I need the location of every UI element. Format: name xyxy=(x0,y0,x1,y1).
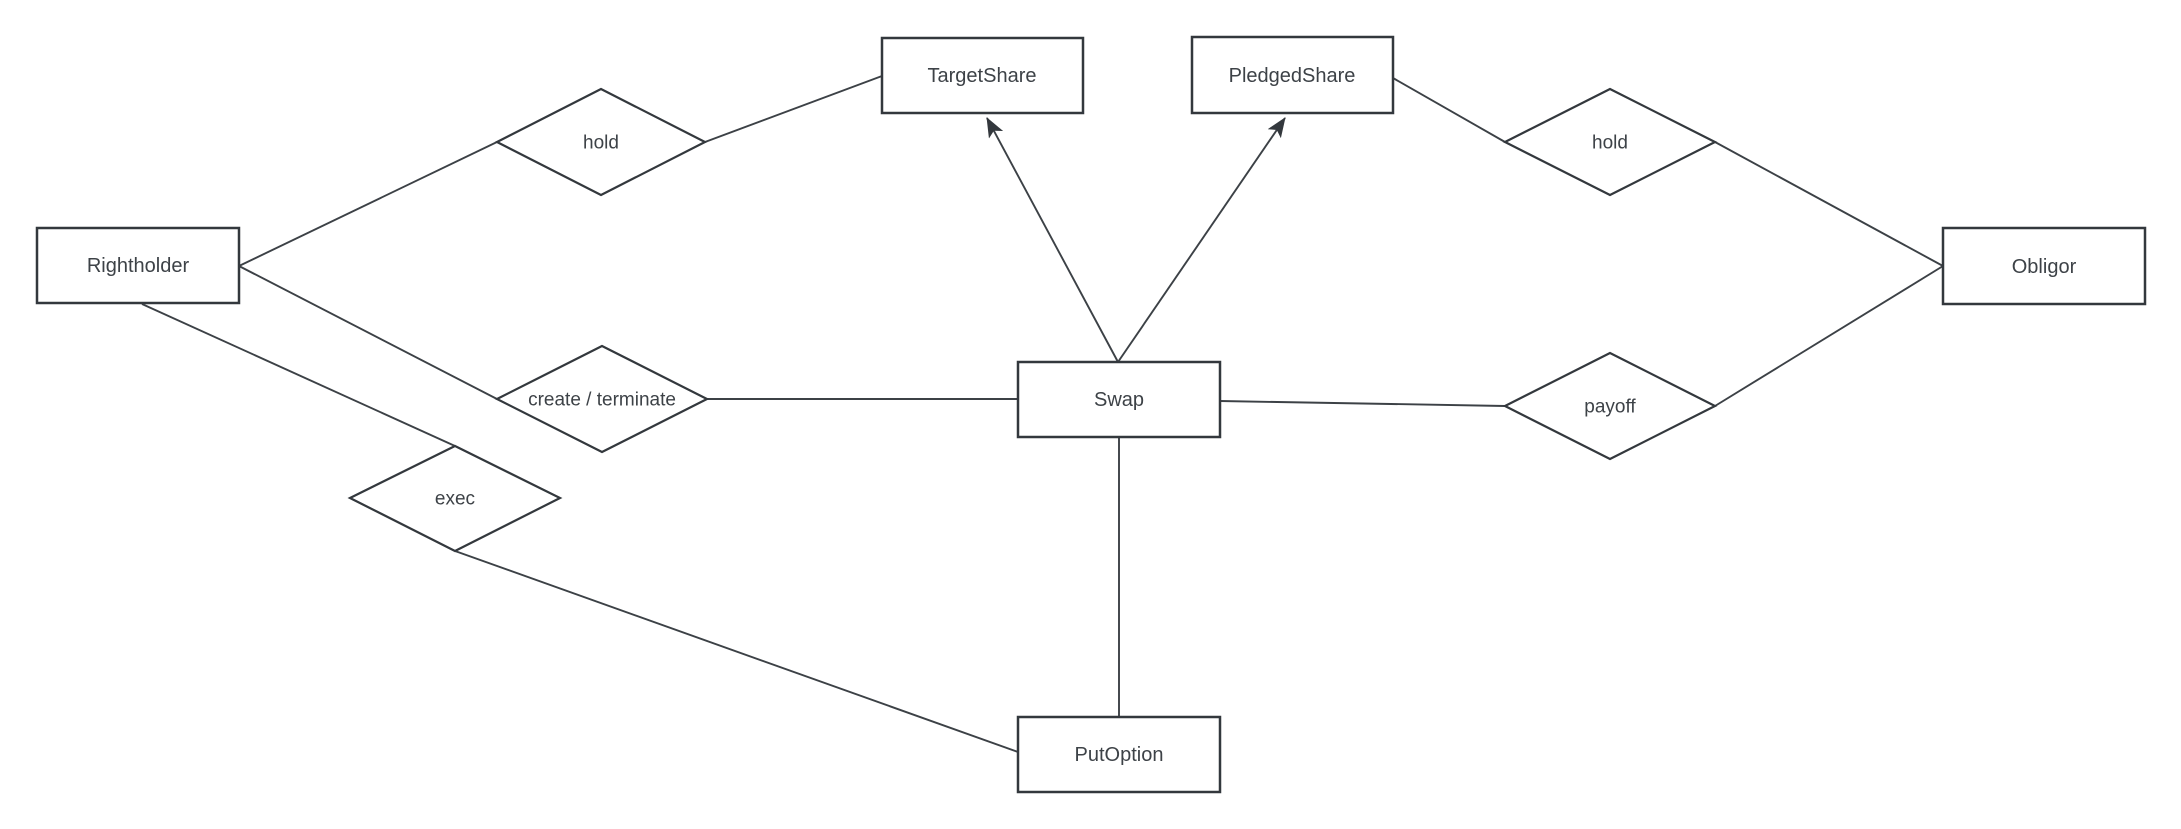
relationship-hold-right[interactable]: hold xyxy=(1502,87,1718,197)
relationship-exec[interactable]: exec xyxy=(347,444,563,553)
pledgedshare-rect[interactable] xyxy=(1190,35,1395,115)
hold-right-diamond[interactable] xyxy=(1502,87,1718,197)
exec-label: exec xyxy=(435,489,475,510)
entity-rightholder[interactable]: Rightholder xyxy=(35,226,241,305)
pledgedshare-label: PledgedShare xyxy=(1229,65,1356,87)
entity-obligor[interactable]: Obligor xyxy=(1941,226,2147,306)
edge-rightholder-exec[interactable] xyxy=(141,303,456,447)
edge-exec-putoption[interactable] xyxy=(454,550,1019,753)
edge-swap-pledgedshare-arrow[interactable] xyxy=(1117,117,1286,363)
relationship-payoff[interactable]: payoff xyxy=(1502,351,1718,461)
obligor-label: Obligor xyxy=(2012,256,2077,278)
swap-label: Swap xyxy=(1094,389,1144,411)
hold-left-diamond[interactable] xyxy=(494,87,708,197)
payoff-diamond[interactable] xyxy=(1502,351,1718,461)
edge-rightholder-hold-left[interactable] xyxy=(238,141,498,267)
edges xyxy=(141,75,1944,753)
edge-payoff-obligor[interactable] xyxy=(1714,265,1944,407)
hold-left-label: hold xyxy=(583,133,619,154)
relationship-hold-left[interactable]: hold xyxy=(494,87,708,197)
targetshare-rect[interactable] xyxy=(880,36,1085,115)
hold-right-label: hold xyxy=(1592,133,1628,154)
entity-swap[interactable]: Swap xyxy=(1016,360,1222,439)
create-terminate-label: create / terminate xyxy=(528,390,676,411)
entity-targetshare[interactable]: TargetShare xyxy=(880,36,1085,115)
exec-diamond[interactable] xyxy=(347,444,563,553)
payoff-label: payoff xyxy=(1584,397,1636,418)
targetshare-label: TargetShare xyxy=(928,65,1037,87)
relationship-create-terminate[interactable]: create / terminate xyxy=(494,344,710,454)
edge-swap-payoff[interactable] xyxy=(1219,400,1506,407)
entity-pledgedshare[interactable]: PledgedShare xyxy=(1190,35,1395,115)
edge-rightholder-create-terminate[interactable] xyxy=(238,265,498,400)
swap-rect[interactable] xyxy=(1016,360,1222,439)
putoption-label: PutOption xyxy=(1075,744,1164,766)
entity-putoption[interactable]: PutOption xyxy=(1016,715,1222,794)
edge-hold-left-targetshare[interactable] xyxy=(704,75,883,143)
edge-pledgedshare-hold-right[interactable] xyxy=(1392,77,1506,143)
obligor-rect[interactable] xyxy=(1941,226,2147,306)
rightholder-label: Rightholder xyxy=(87,255,190,277)
putoption-rect[interactable] xyxy=(1016,715,1222,794)
create-terminate-diamond[interactable] xyxy=(494,344,710,454)
edge-hold-right-obligor[interactable] xyxy=(1714,141,1944,267)
rightholder-rect[interactable] xyxy=(35,226,241,305)
edge-swap-targetshare-arrow[interactable] xyxy=(986,117,1119,363)
